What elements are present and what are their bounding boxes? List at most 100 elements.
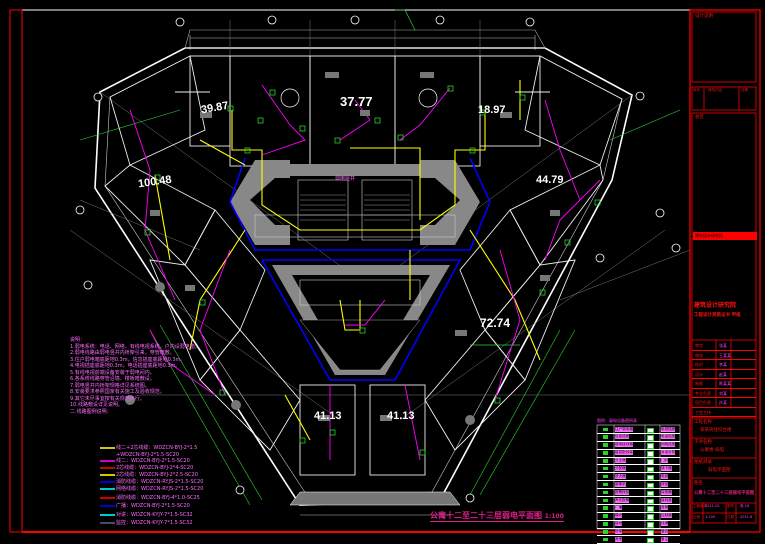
signature-row: 校对李某 bbox=[692, 360, 756, 370]
meta-value: 2011-05 bbox=[705, 504, 720, 508]
symbol-legend-heading: 图例：弱电设备图例表 bbox=[597, 418, 637, 423]
symbol-legend-row: 放大器 电锁 bbox=[597, 473, 680, 482]
symbol-legend-name: 放大器 bbox=[615, 473, 626, 479]
section-name: 弱电平面图 bbox=[708, 468, 731, 473]
meta-key: 工程编号 bbox=[693, 504, 707, 508]
drawing-name: 公寓十二至二十三层弱电平面图 bbox=[694, 491, 755, 496]
role-label: 制图 bbox=[695, 381, 703, 386]
room-area-label: 37.77 bbox=[340, 94, 373, 109]
symbol-legend-name: 电锁 bbox=[661, 473, 669, 479]
building-core bbox=[230, 160, 480, 375]
role-label: 审核 bbox=[695, 352, 703, 358]
device-symbol-icon bbox=[603, 482, 608, 487]
device-symbol-icon bbox=[647, 490, 654, 497]
revision-header: 修改内容 bbox=[708, 88, 722, 92]
signature-row: 专业负责刘某 bbox=[692, 389, 756, 398]
meta-value: 电-16 bbox=[740, 504, 750, 508]
symbol-legend-name: 摄像机 bbox=[615, 481, 626, 487]
symbol-legend-row: 分配器读卡器 bbox=[597, 465, 680, 474]
title-block-top-note: 设计说明 bbox=[695, 14, 713, 19]
symbol-legend-name: 电视插座 bbox=[661, 426, 676, 432]
symbol-legend-name: 电话插座 bbox=[661, 434, 676, 440]
note-line: 1.弱电系统：电话、网络、有线电视系统，户内设弱电箱。 bbox=[70, 343, 200, 350]
device-symbol-icon bbox=[603, 459, 608, 463]
symbol-legend-name: 接线盒 bbox=[661, 497, 672, 503]
room-area-label: 18.97 bbox=[478, 104, 506, 116]
company-sub: 工程设计资质证书 甲级 bbox=[694, 313, 741, 318]
device-symbol-icon bbox=[647, 443, 654, 449]
axis-grid-lines bbox=[69, 20, 691, 421]
core-label: 弱电竖井 bbox=[335, 176, 356, 182]
device-symbol-icon bbox=[647, 474, 654, 481]
company-name: 建筑设计研究院 bbox=[694, 302, 737, 309]
signer-name: 张某 bbox=[719, 343, 727, 348]
symbol-legend-row: 弱电接线箱网络插座 bbox=[597, 442, 680, 450]
revision-header: 日期 bbox=[741, 88, 748, 92]
notes-heading: 说明： bbox=[70, 337, 86, 343]
note-line: 4.电视插座底距地0.3m，电话插座底距地0.3m。 bbox=[70, 363, 181, 369]
drawing-title: 公寓十二至二十三层弱电平面图 1:100 bbox=[430, 510, 564, 522]
sub-project-name: 公寓楼-弱电 bbox=[700, 448, 725, 453]
signature-row: 制图陈某某 bbox=[692, 379, 756, 389]
wiring-magenta bbox=[129, 84, 601, 461]
device-symbol-icon bbox=[603, 506, 608, 510]
wiring-blue bbox=[229, 157, 491, 381]
device-symbol-icon bbox=[603, 490, 608, 495]
note-line: 9.其它未尽事宜按有关规范执行。 bbox=[70, 395, 145, 402]
revision-header: 序号 bbox=[693, 88, 700, 92]
line-legend-label: 监控：WDZCN-KYJY-7*1.5 SC32 bbox=[116, 520, 193, 526]
symbol-legend-rows: 住户弱电箱电视插座信息插座电话插座弱电接线箱网络插座楼层配线架对讲分机分支器门铃… bbox=[597, 426, 680, 544]
signature-row: 审定 张某 bbox=[692, 341, 756, 351]
line-legend-label: 网络线缆：WDZCN-RYJS-2*1.5-SC20 bbox=[116, 486, 204, 492]
role-label: 设计 bbox=[695, 371, 703, 377]
symbol-legend-name: 探测器 bbox=[661, 489, 672, 495]
building-outline bbox=[94, 29, 633, 506]
symbol-legend-name: 音箱 bbox=[661, 505, 669, 511]
symbol-legend-name: 读卡器 bbox=[661, 465, 672, 471]
signer-name: 李某 bbox=[719, 362, 727, 367]
symbol-legend-name: 网络插座 bbox=[661, 442, 676, 448]
symbol-legend-name: 广播 bbox=[615, 505, 623, 511]
company-bar: 建筑设计研究院 bbox=[693, 232, 757, 240]
device-symbol-icon bbox=[647, 466, 654, 473]
device-symbol-icon bbox=[603, 498, 608, 503]
sub-project-label: 子项名称 bbox=[694, 440, 712, 445]
line-legend-label: 消防线缆：WDZCN-BYJ-4*1.0-SC25 bbox=[116, 495, 200, 501]
room-area-label: 41.13 bbox=[314, 410, 342, 422]
company-bar-text: 建筑设计研究院 bbox=[695, 233, 723, 238]
signature-table: 审定张某审核王某某校对李某设计赵某制图陈某某专业负责刘某项目负责孙某工程主持 bbox=[692, 341, 756, 417]
line-legend-label: 线二：WDZCN-BYJ-2*1.5-SC20 bbox=[116, 458, 190, 464]
symbol-legend-name: 模块 bbox=[615, 513, 623, 519]
line-legend-label: 线二+2芯线缆：WDZCN-BYJ-2*1.5 bbox=[116, 445, 198, 451]
note-line: 5.有线电视前端设备安装于弱电间内。 bbox=[70, 369, 155, 376]
device-symbol-icon bbox=[647, 482, 654, 489]
device-symbol-icon bbox=[647, 522, 654, 528]
device-symbol-icon bbox=[647, 451, 654, 457]
room-area-label: 44.79 bbox=[536, 174, 564, 186]
meta-value: 2011.6 bbox=[740, 515, 753, 519]
device-symbol-icon bbox=[647, 459, 654, 465]
symbol-legend-row: 报警按钮探测器 bbox=[597, 489, 680, 498]
role-label: 工程主持 bbox=[695, 409, 711, 415]
room-area-label: 41.13 bbox=[387, 410, 415, 422]
symbol-legend-grid bbox=[596, 424, 681, 530]
symbol-legend-name: 住户弱电箱 bbox=[615, 426, 633, 432]
device-symbol-icon bbox=[603, 443, 608, 447]
meta-key: 图号 bbox=[727, 504, 734, 508]
symbol-legend-name: 管线 bbox=[661, 529, 669, 535]
bath-symbols bbox=[280, 88, 438, 108]
symbol-legend-row: 楼层配线架对讲分机 bbox=[597, 450, 680, 458]
note-line: 6.各系统线路穿管沿墙、楼板暗敷设。 bbox=[70, 376, 155, 382]
symbol-legend-name: 备注 bbox=[661, 536, 669, 542]
line-legend-label: 广播：WDZCN-BYJ-2*1.5-SC20 bbox=[116, 503, 190, 509]
line-legend-swatches bbox=[100, 447, 115, 524]
design-notes: 说明： 1.弱电系统：电话、网络、有线电视系统，户内设弱电箱。 2.弱电线路由弱… bbox=[70, 337, 200, 415]
fixtures bbox=[125, 72, 560, 425]
role-label: 审定 bbox=[695, 343, 703, 348]
drawing-name-label: 图名 bbox=[694, 481, 703, 486]
device-symbol-icon bbox=[603, 451, 608, 455]
symbol-legend-row: 其他备注 bbox=[597, 536, 680, 544]
symbol-legend-row: 住户弱电箱 电视插座 bbox=[597, 426, 680, 434]
project-label: 工程名称 bbox=[694, 420, 712, 425]
